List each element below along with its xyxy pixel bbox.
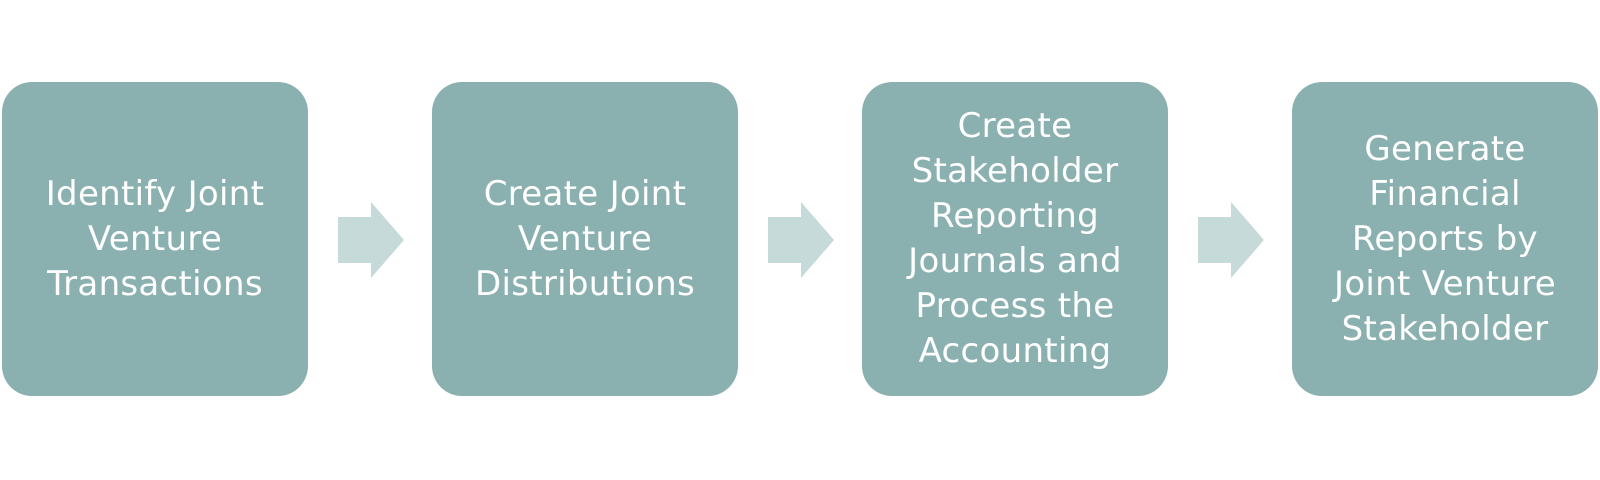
- right-arrow-icon: [1198, 202, 1264, 278]
- step-create-distributions: Create Joint Venture Distributions: [432, 82, 738, 396]
- step-label: Identify Joint Venture Transactions: [45, 173, 265, 304]
- right-arrow-icon: [768, 202, 834, 278]
- step-generate-reports: Generate Financial Reports by Joint Vent…: [1292, 82, 1598, 396]
- step-label: Create Stakeholder Reporting Journals an…: [908, 106, 1122, 371]
- right-arrow-icon: [338, 202, 404, 278]
- step-label: Create Joint Venture Distributions: [475, 173, 695, 304]
- step-identify-transactions: Identify Joint Venture Transactions: [2, 82, 308, 396]
- step-label: Generate Financial Reports by Joint Vent…: [1334, 128, 1556, 349]
- step-create-journals: Create Stakeholder Reporting Journals an…: [862, 82, 1168, 396]
